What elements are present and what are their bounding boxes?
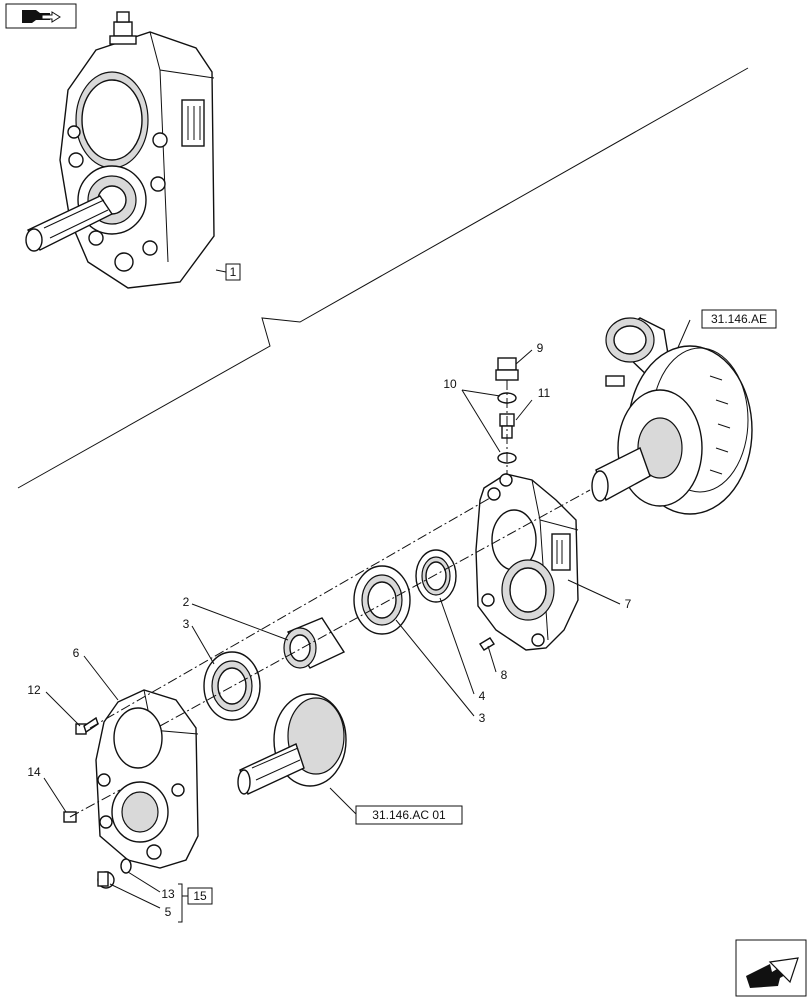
washer-13 [120,858,132,874]
seal-4 [415,549,457,603]
callout-4: 4 [439,597,486,703]
callout-7: 7 [567,579,632,611]
previous-page-icon[interactable] [5,3,77,29]
callout-13-label: 13 [161,887,175,901]
callout-9-label: 9 [537,341,544,355]
callout-3-left: 3 [183,617,215,665]
bearing-3-left [203,651,261,721]
callout-11: 11 [515,386,551,421]
callout-1-label: 1 [230,265,237,279]
housing-7 [475,473,579,651]
callout-8-label: 8 [501,668,508,682]
bearing-3-right [353,565,411,635]
clutch-assembly [591,317,753,515]
callout-10-label: 10 [443,377,457,391]
callout-6-label: 6 [73,646,80,660]
callout-2-label: 2 [183,595,190,609]
callout-10: 10 [443,377,501,453]
reference-label-ae: 31.146.AE [711,312,767,326]
callout-12-label: 12 [27,683,41,697]
reference-box-31-146-ac-01[interactable]: 31.146.AC 01 [329,787,463,825]
callout-5-label: 5 [165,905,172,919]
callout-15-label: 15 [193,889,207,903]
callout-3-right-label: 3 [479,711,486,725]
output-shaft-gear [237,693,347,795]
callout-15: 15 [178,883,213,923]
callout-12: 12 [27,683,81,727]
gear-2 [283,617,346,669]
callout-3-left-label: 3 [183,617,190,631]
bolt-12 [75,716,99,735]
callout-14-label: 14 [27,765,41,779]
callout-1: 1 [215,263,241,281]
next-page-icon[interactable] [735,939,807,997]
callout-11-label: 11 [538,386,551,400]
callout-14: 14 [27,765,67,813]
callout-6: 6 [73,646,119,701]
callout-2: 2 [183,595,289,641]
reference-label-ac: 31.146.AC 01 [372,808,446,822]
callout-13: 13 [127,871,175,901]
section-line [17,67,749,489]
reference-box-31-146-ae[interactable]: 31.146.AE [675,309,777,353]
callout-9: 9 [515,341,544,365]
dowel-pin-8 [479,637,495,651]
plug-5 [97,871,115,889]
callout-4-label: 4 [479,689,486,703]
callout-5: 5 [109,883,172,919]
callout-3-right: 3 [395,619,486,725]
assembled-gearbox [25,11,215,289]
plug-9 [495,357,519,381]
cover-6 [95,689,199,869]
callout-8: 8 [487,645,508,682]
callout-7-label: 7 [625,597,632,611]
